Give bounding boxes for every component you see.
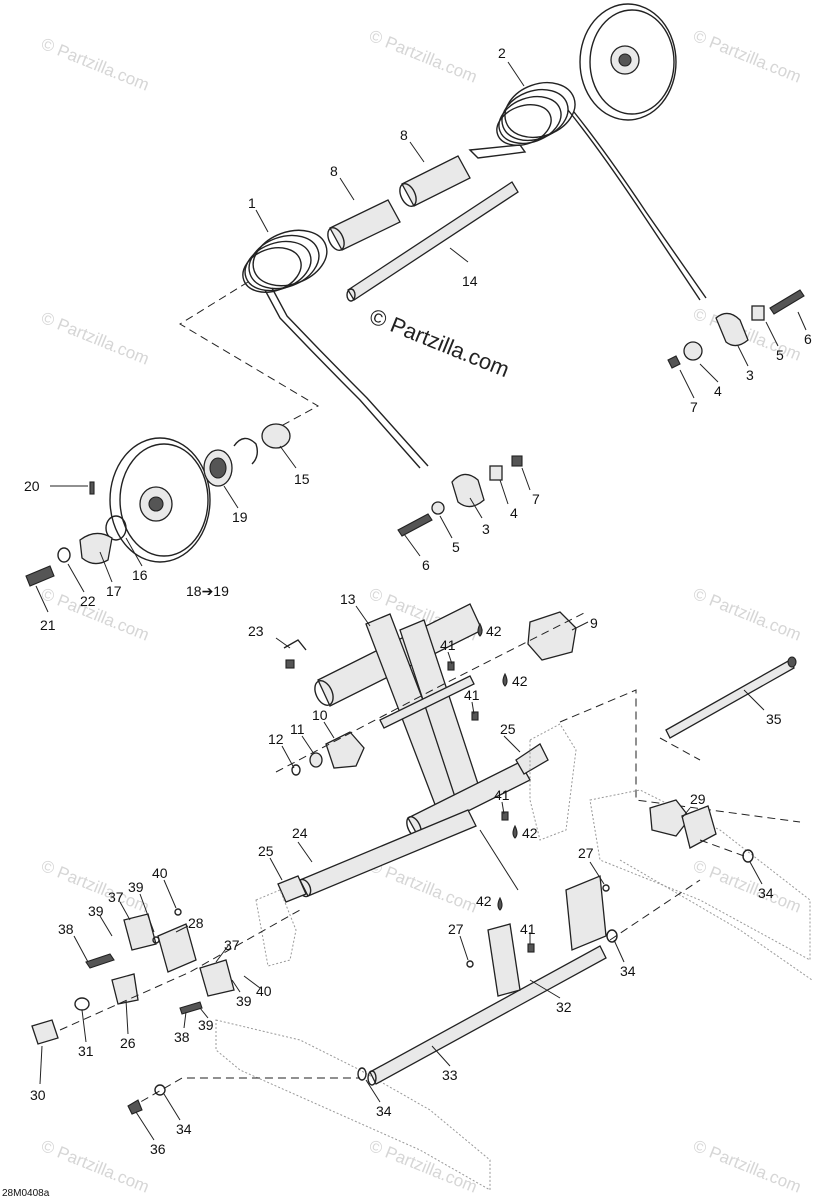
callout-6: 6	[422, 557, 430, 573]
callout-42: 42	[476, 893, 492, 909]
callout-38: 38	[174, 1029, 190, 1045]
callout-34: 34	[758, 885, 774, 901]
right-rail-assembly	[589, 656, 813, 981]
callout-8: 8	[330, 163, 338, 179]
bushing-8b	[399, 155, 471, 207]
idler-wheel-top	[579, 3, 677, 121]
bushing-8a	[327, 199, 401, 251]
callout-25: 25	[500, 721, 516, 737]
callout-17: 17	[106, 583, 122, 599]
callout-42: 42	[486, 623, 502, 639]
callout-34: 34	[620, 963, 636, 979]
watermark: © Partzilla.com	[691, 304, 804, 365]
watermark: © Partzilla.com	[691, 856, 804, 917]
callout-26: 26	[120, 1035, 136, 1051]
callout-31: 31	[78, 1043, 94, 1059]
callout-24: 24	[292, 825, 308, 841]
top-assembly	[25, 3, 805, 587]
callout-15: 15	[294, 471, 310, 487]
callout-36: 36	[150, 1141, 166, 1157]
callout-20: 20	[24, 478, 40, 494]
callout-12: 12	[268, 731, 284, 747]
callout-19: 19	[232, 509, 248, 525]
watermark: © Partzilla.com	[39, 1136, 152, 1197]
shaft-14	[346, 181, 519, 302]
callout-37: 37	[108, 889, 124, 905]
callout-41: 41	[494, 787, 510, 803]
torsion-spring-right	[468, 81, 707, 301]
callout-25: 25	[258, 843, 274, 859]
callout-8: 8	[400, 127, 408, 143]
watermark: © Partzilla.com	[39, 34, 152, 95]
callout-42: 42	[522, 825, 538, 841]
callout-34: 34	[176, 1121, 192, 1137]
callout-16: 16	[132, 567, 148, 583]
callout-39: 39	[236, 993, 252, 1009]
callout-11: 11	[290, 721, 305, 737]
callout-labels: 1 2 8 8 14 6 5 3 4 7 20 15 19 16 17 22 2…	[24, 45, 812, 1157]
callout-28: 28	[188, 915, 204, 931]
callout-42: 42	[512, 673, 528, 689]
callout-18-19: 18➔19	[186, 583, 229, 599]
callout-40: 40	[256, 983, 272, 999]
callout-9: 9	[590, 615, 598, 631]
callout-33: 33	[442, 1067, 458, 1083]
callout-35: 35	[766, 711, 782, 727]
callout-3: 3	[746, 367, 754, 383]
watermark: © Partzilla.com	[691, 1136, 804, 1197]
callout-39: 39	[88, 903, 104, 919]
callout-5: 5	[776, 347, 784, 363]
callout-41: 41	[520, 921, 536, 937]
callout-6: 6	[804, 331, 812, 347]
callout-27: 27	[448, 921, 464, 937]
watermark: © Partzilla.com	[691, 26, 804, 87]
callout-30: 30	[30, 1087, 46, 1103]
idler-wheel-left	[25, 423, 291, 587]
watermark: © Partzilla.com	[39, 308, 152, 369]
spring-end-parts-left	[397, 455, 523, 537]
callout-14: 14	[462, 273, 478, 289]
callout-22: 22	[80, 593, 96, 609]
callout-7: 7	[532, 491, 540, 507]
leader-lines	[35, 61, 807, 1141]
callout-38: 38	[58, 921, 74, 937]
callout-37: 37	[224, 937, 240, 953]
spring-end-parts-right	[667, 289, 805, 369]
callout-10: 10	[312, 707, 328, 723]
callout-4: 4	[510, 505, 518, 521]
callout-23: 23	[248, 623, 264, 639]
callout-41: 41	[464, 687, 480, 703]
callout-41: 41	[440, 637, 456, 653]
watermark: © Partzilla.com	[691, 584, 804, 645]
callout-2: 2	[498, 45, 506, 61]
callout-39: 39	[198, 1017, 214, 1033]
lower-left-assembly	[31, 809, 491, 1191]
torsion-spring-left	[242, 229, 429, 469]
callout-1: 1	[248, 195, 256, 211]
callout-21: 21	[40, 617, 56, 633]
swing-arm-assembly	[275, 603, 801, 911]
callout-13: 13	[340, 591, 356, 607]
callout-34: 34	[376, 1103, 392, 1119]
callout-27: 27	[578, 845, 594, 861]
callout-5: 5	[452, 539, 460, 555]
watermark: © Partzilla.com	[367, 26, 480, 87]
main-watermark: © Partzilla.com	[366, 303, 513, 382]
watermark: © Partzilla.com	[367, 1136, 480, 1197]
callout-32: 32	[556, 999, 572, 1015]
callout-4: 4	[714, 383, 722, 399]
callout-29: 29	[690, 791, 706, 807]
callout-39: 39	[128, 879, 144, 895]
diagram-code: 28M0408a	[2, 1188, 50, 1199]
callout-40: 40	[152, 865, 168, 881]
lower-middle-assembly	[127, 875, 701, 1115]
callout-7: 7	[690, 399, 698, 415]
callout-3: 3	[482, 521, 490, 537]
